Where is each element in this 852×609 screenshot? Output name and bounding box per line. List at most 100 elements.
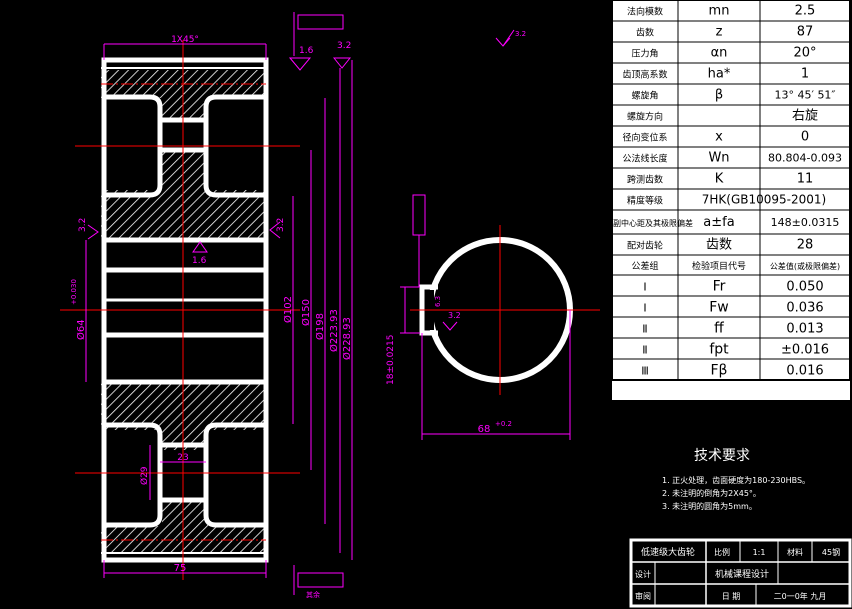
tol-group-0: I	[643, 281, 646, 294]
gear-section-view: 1X45° 1.6 3.2 Ø102 Ø150 Ø198 Ø223.93 Ø22…	[60, 12, 353, 599]
tol-code-4: Fβ	[711, 363, 728, 379]
param-sym-11: 齿数	[706, 238, 732, 253]
param-sym-2: αn	[711, 46, 728, 61]
rough-bore-b: 3.2	[276, 218, 286, 232]
date-label: 日 期	[722, 592, 741, 601]
param-sym-1: z	[716, 25, 723, 40]
cavity-left-bottom	[104, 422, 163, 528]
param-sym-7: Wn	[708, 151, 729, 166]
dim-d198: Ø198	[314, 313, 326, 340]
dim-keyway-h: 68	[478, 424, 491, 435]
tech-req-item-1: 1. 正火处理，齿面硬度为180-230HBS。	[662, 475, 810, 485]
tol-val-4: 0.016	[786, 364, 823, 379]
dim-hole: Ø29	[139, 466, 150, 485]
cavity-right-bottom	[203, 422, 266, 528]
param-name-0: 法向模数	[627, 6, 663, 18]
part-name: 低速级大齿轮	[641, 546, 695, 558]
tech-req-title: 技术要求	[694, 448, 750, 464]
param-name-5: 螺旋方向	[627, 111, 663, 123]
param-name-4: 螺旋角	[631, 90, 658, 102]
material-value: 45钢	[822, 547, 840, 557]
tol-val-0: 0.050	[786, 280, 823, 295]
param-val-8: 11	[797, 172, 814, 187]
rough-general-value: 3.2	[515, 30, 526, 38]
dim-width: 75	[174, 563, 187, 574]
rough-top-a: 1.6	[299, 46, 314, 56]
tol-val-2: 0.013	[786, 322, 823, 337]
param-name-1: 齿数	[636, 27, 654, 39]
param-sym-0: mn	[709, 4, 730, 19]
table-bg	[612, 0, 850, 400]
dim-d150: Ø150	[300, 299, 312, 326]
param-name-3: 齿顶高系数	[622, 69, 667, 81]
dim-keyway-w: 18±0.0215	[386, 335, 396, 385]
dim-d64: Ø64	[75, 319, 87, 340]
rough-bore-c: 1.6	[192, 256, 207, 266]
tol-val-3: ±0.016	[781, 343, 829, 358]
tol-group-1: I	[643, 302, 646, 315]
param-name-7: 公法线长度	[622, 153, 667, 165]
tol-group-4: Ⅲ	[641, 365, 649, 378]
tol-val-1: 0.036	[786, 301, 823, 316]
param-val-7: 80.804-0.093	[768, 152, 842, 165]
tol-group-3: Ⅱ	[642, 344, 647, 357]
param-sym-10: a±fa	[703, 215, 734, 230]
dim-d223: Ø223.93	[328, 309, 340, 352]
tech-req-item-3: 3. 未注明的圆角为5mm。	[662, 501, 757, 511]
tech-req-item-2: 2. 未注明的倒角为2X45°。	[662, 488, 761, 498]
course-name: 机械课程设计	[715, 568, 769, 580]
param-val-11: 28	[797, 238, 814, 253]
param-name-8: 跨测齿数	[627, 174, 663, 186]
dim-keyway-r2: 6.3	[434, 296, 442, 307]
param-sym-8: K	[715, 172, 724, 187]
geo-tol-frame-bottom	[297, 572, 344, 588]
param-name-11: 配对齿轮	[627, 240, 663, 252]
param-val-1: 87	[797, 25, 814, 40]
rough-symbol-general: 3.2	[495, 29, 526, 47]
dim-keyway-r: 3.2	[448, 311, 461, 320]
design-label: 设计	[635, 569, 651, 579]
param-name-9: 精度等级	[627, 195, 663, 207]
tol-header-group: 公差组	[631, 260, 658, 272]
param-sym-3: ha*	[708, 67, 731, 82]
rough-other-note: 其余	[306, 590, 320, 599]
param-name-2: 压力角	[631, 48, 658, 60]
param-name-6: 径向变位系	[622, 132, 667, 144]
dim-d64-tol: +0.030	[70, 279, 78, 305]
tol-code-1: Fw	[709, 300, 729, 316]
check-label: 审阅	[635, 591, 651, 601]
dim-keyway-h-tol: +0.2	[495, 420, 512, 428]
param-val-0: 2.5	[795, 4, 816, 19]
rough-top-b: 3.2	[337, 41, 351, 51]
tol-code-2: ff	[714, 321, 724, 337]
gear-parameter-table: 法向模数 mn 2.5 齿数 z 87 压力角 αn 20° 齿顶高系数 ha* 1 螺旋角 β 13° 4…	[597, 0, 851, 400]
scale-label: 比例	[714, 547, 730, 557]
tol-header-value: 公差值(或极限偏差)	[770, 261, 840, 271]
tol-header-item: 检验项目代号	[692, 260, 746, 272]
param-val-6: 0	[801, 130, 809, 145]
tol-code-3: fpt	[709, 342, 729, 358]
web-top-hatch-a	[162, 98, 208, 118]
chamfer-dim: 1X45°	[171, 35, 199, 45]
title-block: 低速级大齿轮 比例 1:1 材料 45钢 设计 机械课程设计 审阅 日 期 二0…	[629, 538, 852, 608]
param-val-2: 20°	[793, 46, 816, 61]
param-val-5: 右旋	[792, 109, 818, 124]
param-val-10: 148±0.0315	[771, 216, 840, 229]
param-sym-6: x	[715, 130, 723, 145]
dim-web: 23	[177, 453, 188, 463]
param-val-4: 13° 45′ 51″	[774, 89, 835, 102]
param-sym-4: β	[715, 88, 723, 103]
material-label: 材料	[787, 547, 803, 557]
tol-group-2: Ⅱ	[642, 323, 647, 336]
tol-code-0: Fr	[713, 279, 726, 295]
date-value: 二0一0年 九月	[774, 591, 827, 601]
rough-bore-a: 3.2	[78, 218, 88, 232]
geo-tol-frame-top	[297, 14, 344, 30]
dim-d102: Ø102	[282, 296, 294, 323]
dim-d228: Ø228.93	[341, 317, 353, 360]
hub-end-view: 18±0.0215 68 +0.2 3.2 6.3	[386, 194, 600, 440]
technical-requirements: 技术要求 1. 正火处理，齿面硬度为180-230HBS。 2. 未注明的倒角为…	[662, 448, 810, 511]
param-sym-9: 7HK(GB10095-2001)	[702, 193, 826, 207]
param-val-3: 1	[801, 67, 809, 82]
